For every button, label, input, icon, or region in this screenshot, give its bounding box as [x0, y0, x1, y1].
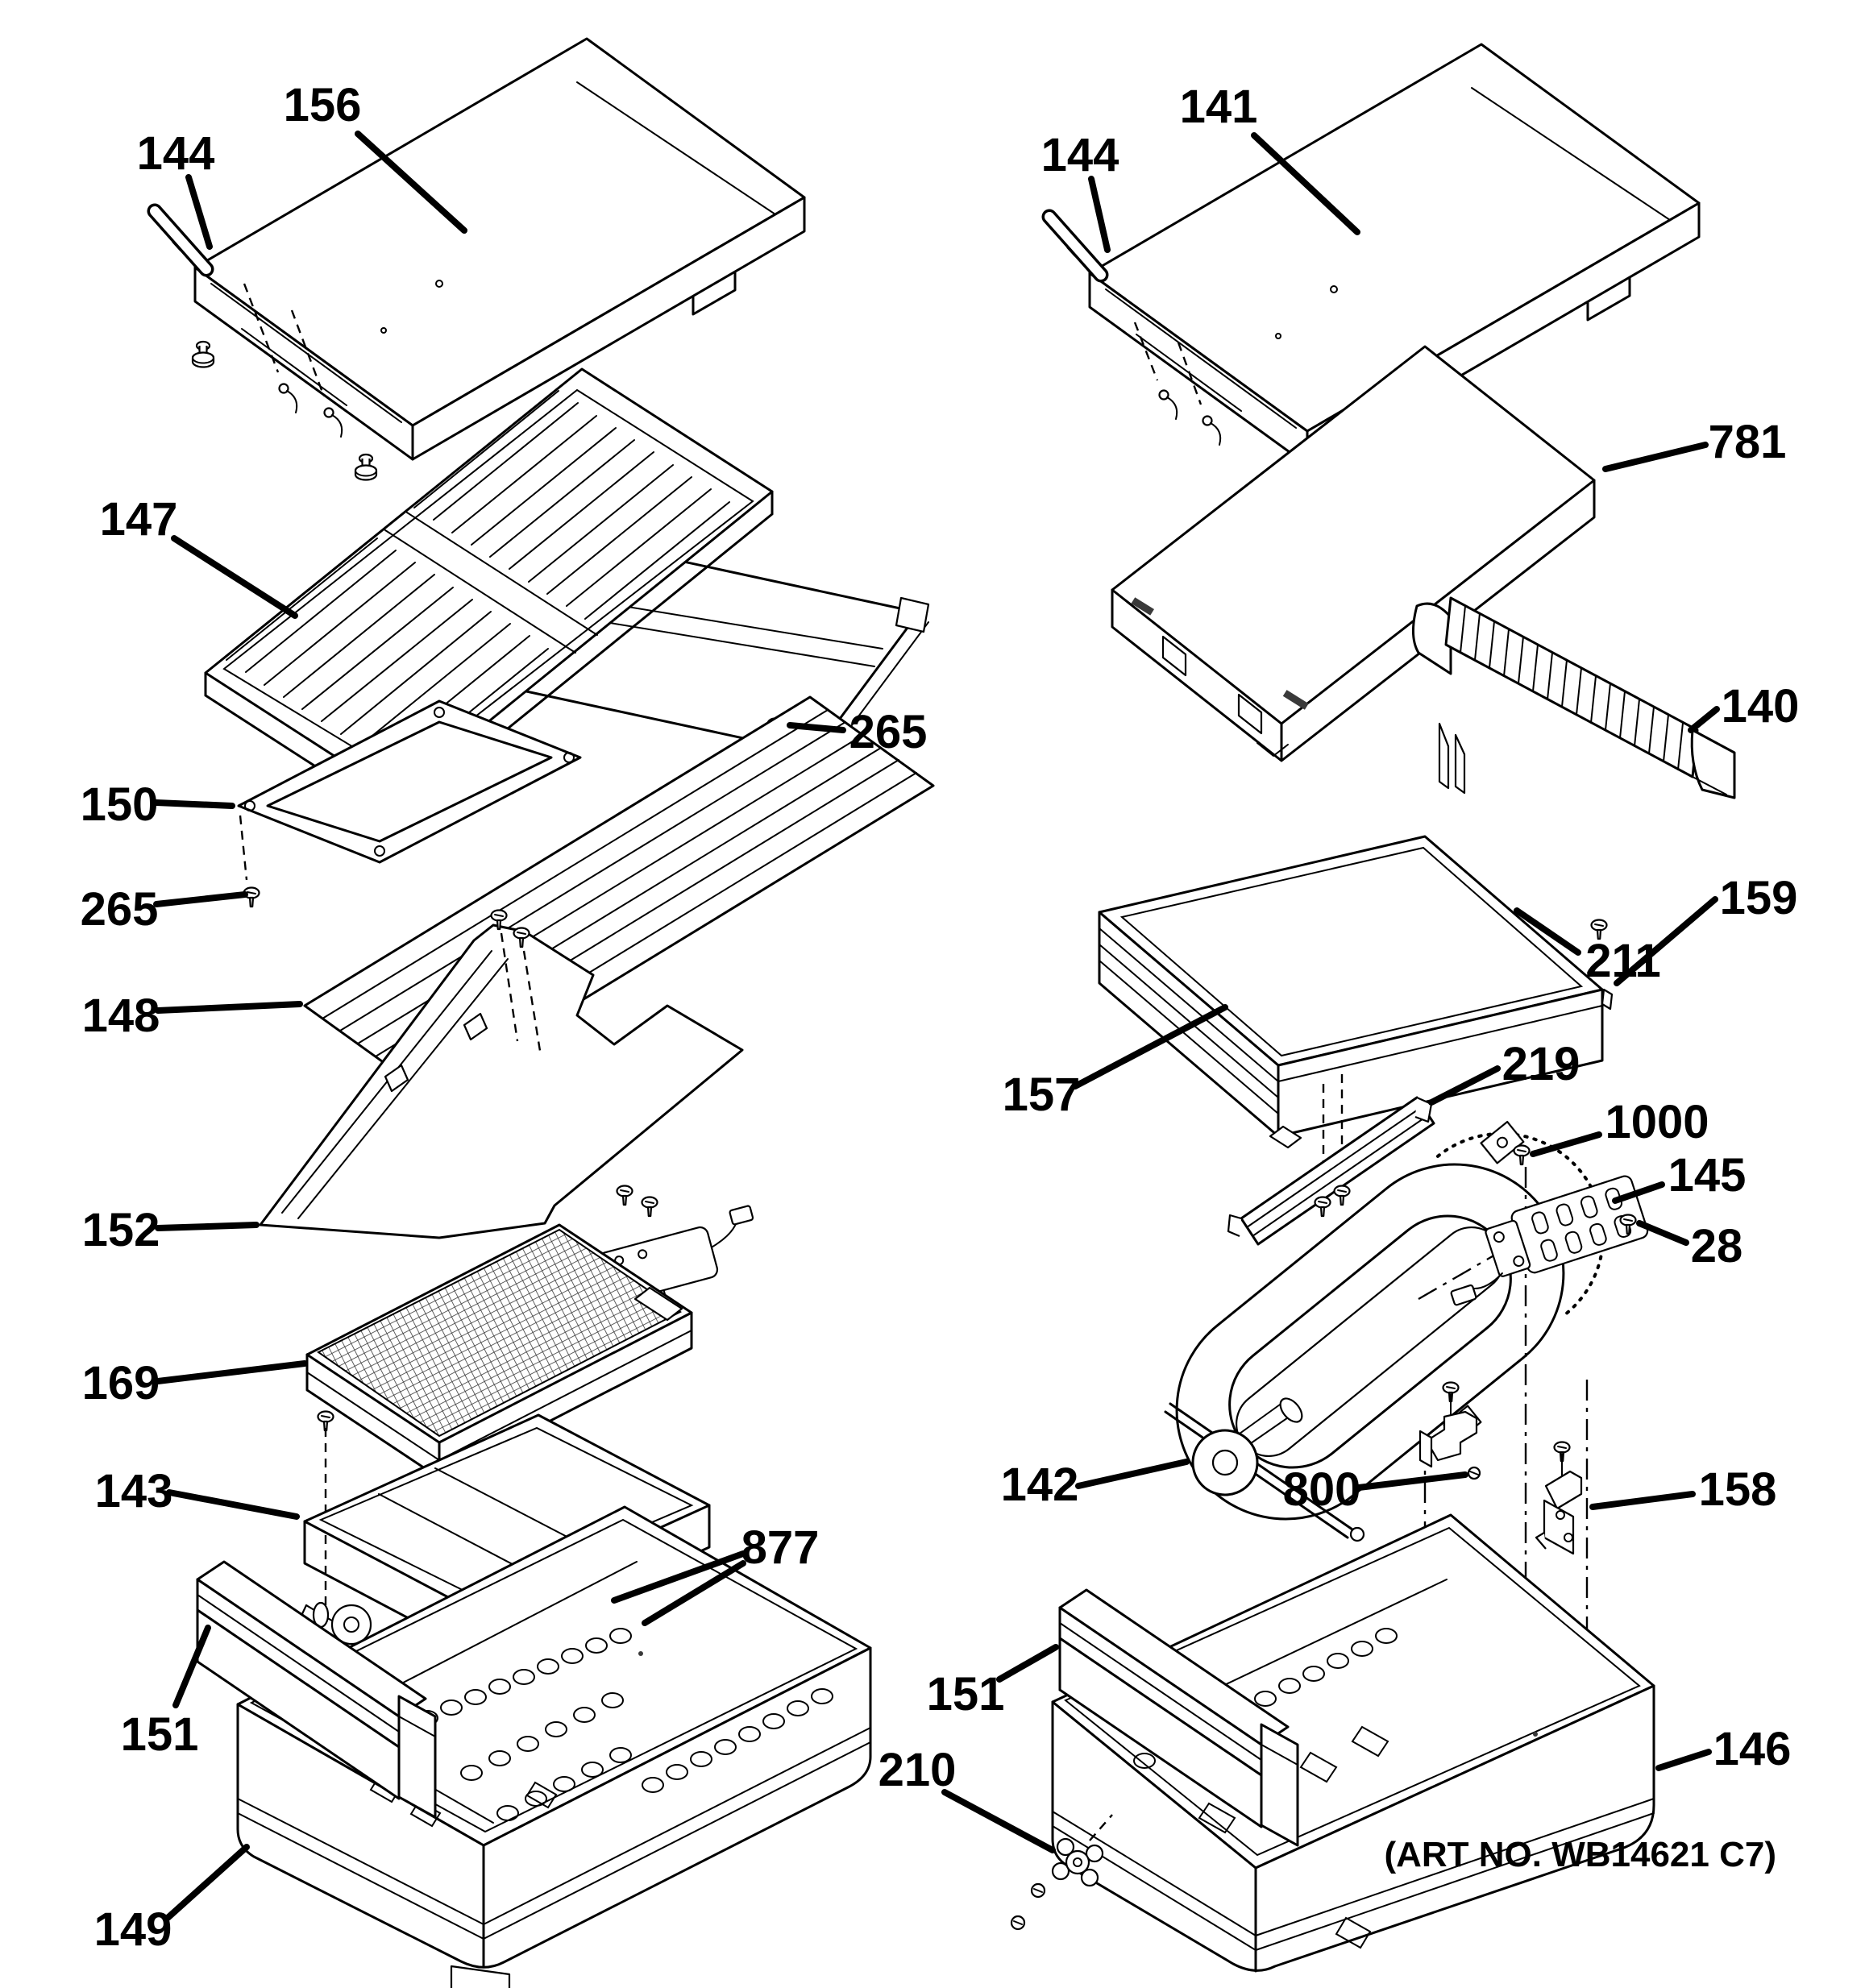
- part-150-frame: [237, 699, 582, 881]
- part-label-159: 159: [1720, 872, 1798, 924]
- part-label-156: 156: [284, 79, 362, 131]
- part-219-rail: [1227, 1074, 1435, 1246]
- part-label-265-right: 265: [849, 706, 928, 758]
- part-label-150: 150: [81, 778, 159, 831]
- part-label-146: 146: [1713, 1723, 1792, 1775]
- part-800-bracket: [1418, 1381, 1481, 1480]
- part-label-147: 147: [100, 493, 178, 546]
- part-label-158: 158: [1699, 1463, 1777, 1516]
- part-144-pin-right: [1049, 217, 1101, 275]
- part-label-169: 169: [82, 1357, 160, 1409]
- part-label-152: 152: [82, 1204, 160, 1256]
- part-label-265-left: 265: [81, 883, 159, 936]
- part-label-151-left: 151: [121, 1708, 199, 1761]
- part-152-heat-shield: [259, 909, 744, 1239]
- part-142-burner: [1164, 1120, 1605, 1542]
- part-label-143: 143: [95, 1465, 173, 1517]
- part-label-140: 140: [1722, 680, 1800, 733]
- part-151-drawer-right: [1058, 1588, 1299, 1847]
- part-143-burner-pan: [293, 1410, 711, 1685]
- part-label-211: 211: [1585, 935, 1661, 987]
- part-label-148: 148: [82, 990, 160, 1042]
- part-label-157: 157: [1003, 1069, 1081, 1121]
- part-label-219: 219: [1502, 1038, 1580, 1090]
- part-157-griddle-surface: [1119, 846, 1584, 1057]
- part-158-bracket: [1535, 1441, 1583, 1555]
- part-label-141: 141: [1180, 81, 1258, 133]
- shield-fins: [1460, 605, 1684, 770]
- part-140-grease-shield: [1412, 596, 1736, 799]
- part-label-144-left: 144: [137, 127, 215, 180]
- part-label-877: 877: [741, 1521, 820, 1574]
- part-label-149: 149: [94, 1903, 172, 1956]
- part-211-griddle-body: [1098, 835, 1604, 1149]
- grate-slats: [226, 390, 730, 771]
- part-label-145: 145: [1668, 1149, 1747, 1202]
- part-label-210: 210: [879, 1744, 957, 1796]
- part-label-151-right: 151: [927, 1668, 1005, 1720]
- part-label-28: 28: [1691, 1220, 1743, 1272]
- art-number: (ART NO. WB14621 C7): [1384, 1835, 1776, 1874]
- part-label-142: 142: [1001, 1459, 1079, 1511]
- cover-fasteners-left: [191, 283, 378, 481]
- part-151-drawer-left: [196, 1560, 437, 1819]
- labels: 156 144 147 265 150 265 148 152 169 143 …: [81, 79, 1800, 1956]
- cover-fasteners-right: [1133, 322, 1222, 446]
- part-label-800: 800: [1283, 1463, 1361, 1516]
- part-781-cover-plate: [1111, 345, 1596, 762]
- part-label-144-right: 144: [1041, 129, 1119, 181]
- part-label-1000: 1000: [1605, 1096, 1709, 1148]
- part-159-clip: [1590, 919, 1614, 1011]
- part-label-781: 781: [1709, 416, 1787, 468]
- part-210-orifice: [1010, 1814, 1113, 1931]
